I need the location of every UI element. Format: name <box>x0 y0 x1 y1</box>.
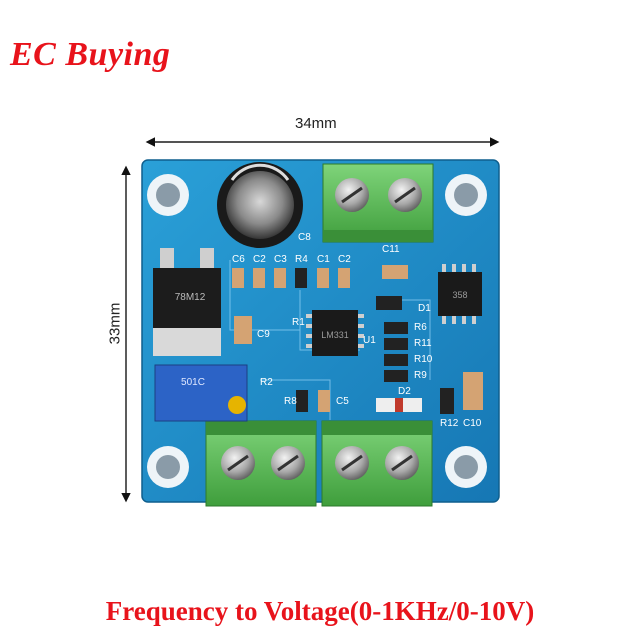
silk-label: C6 <box>232 254 245 265</box>
silk-label: R2 <box>260 377 273 388</box>
ic-small: 358 <box>438 264 482 324</box>
silk-label: R6 <box>414 322 427 333</box>
smd-components <box>232 265 483 414</box>
silk-label: C11 <box>382 244 400 255</box>
silk-label: U1 <box>363 335 376 346</box>
terminal-block-bottom-right <box>321 420 433 507</box>
regulator-marking: 78M12 <box>175 292 206 303</box>
mounting-holes <box>147 174 487 488</box>
terminal-block-top <box>322 163 434 243</box>
pot-marking: 501C <box>181 377 205 388</box>
ic-main-marking: LM331 <box>321 330 349 340</box>
terminal-block-bottom-left <box>205 420 317 507</box>
silk-label: C1 <box>317 254 330 265</box>
silk-label: C3 <box>274 254 287 265</box>
silk-label: C9 <box>257 329 270 340</box>
dimension-lines <box>121 137 500 503</box>
ic-small-marking: 358 <box>452 290 467 300</box>
silk-label: D2 <box>398 386 411 397</box>
silk-label: R1 <box>292 317 305 328</box>
silk-label: R4 <box>295 254 308 265</box>
ic-main: LM331 <box>306 310 364 356</box>
silk-label: C2 <box>253 254 266 265</box>
electrolytic-capacitor <box>217 162 303 248</box>
silk-label: R12 <box>440 418 459 429</box>
brand-logo: EC Buying <box>10 36 171 73</box>
silk-label: C8 <box>298 232 311 243</box>
silk-label: D1 <box>418 303 431 314</box>
width-dimension-label: 34mm <box>295 115 337 132</box>
silk-label: R11 <box>414 338 432 349</box>
silk-label: R10 <box>414 354 433 365</box>
silk-label: C10 <box>463 418 482 429</box>
silk-label: C5 <box>336 396 349 407</box>
product-caption: Frequency to Voltage(0-1KHz/0-10V) <box>105 596 535 626</box>
silk-label: C2 <box>338 254 351 265</box>
silk-label: R9 <box>414 370 427 381</box>
silk-label: R8 <box>284 396 297 407</box>
potentiometer: 501C <box>154 364 248 422</box>
voltage-regulator: 78M12 <box>153 248 221 356</box>
